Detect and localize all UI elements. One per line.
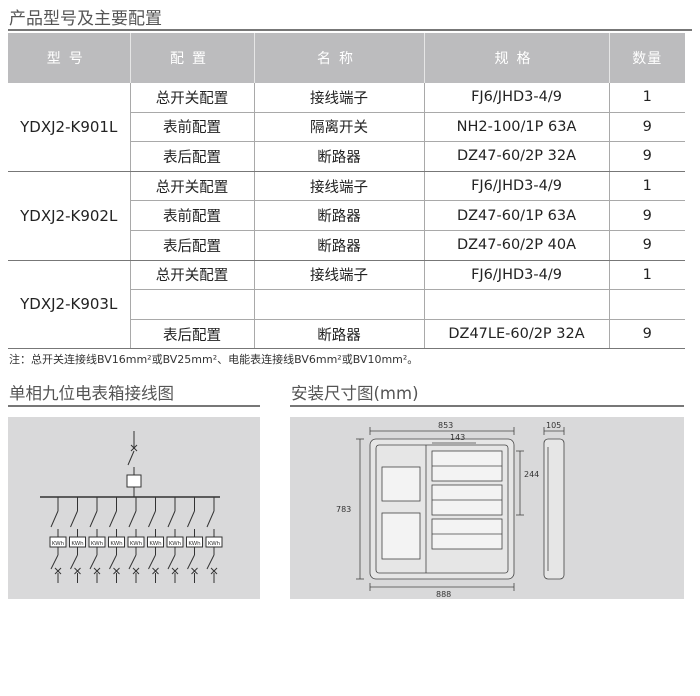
spec-cell: FJ6/JHD3-4/9 bbox=[424, 171, 610, 202]
spec-cell: FJ6/JHD3-4/9 bbox=[424, 83, 610, 113]
dim-width-top: 853 bbox=[438, 421, 453, 430]
model-cell: YDXJ2-K902L bbox=[8, 171, 131, 261]
dimension-drawing: 853 143 783 244 888 105 bbox=[336, 421, 565, 599]
title-rule bbox=[8, 29, 692, 31]
meter-branch: KWh bbox=[88, 497, 106, 583]
meter-label: KWh bbox=[149, 541, 162, 547]
spec-cell: DZ47-60/2P 40A bbox=[424, 230, 610, 261]
meter-branch: KWh bbox=[205, 497, 223, 583]
dimension-drawing-panel: 853 143 783 244 888 105 bbox=[290, 417, 684, 599]
table-row: 表后配置 断路器 DZ47-60/2P 40A 9 bbox=[8, 230, 685, 261]
name-cell: 断路器 bbox=[254, 141, 425, 172]
config-cell: 表前配置 bbox=[130, 112, 255, 143]
table-row: 表前配置 断路器 DZ47-60/1P 63A 9 bbox=[8, 200, 685, 231]
meter-label: KWh bbox=[71, 541, 84, 547]
spec-cell: FJ6/JHD3-4/9 bbox=[424, 260, 610, 291]
spec-cell: DZ47-60/1P 63A bbox=[424, 200, 610, 231]
dim-inner-width: 143 bbox=[450, 433, 465, 442]
model-cell: YDXJ2-K901L bbox=[8, 83, 131, 172]
config-cell: 表前配置 bbox=[130, 200, 255, 231]
table-row: YDXJ2-K903L 总开关配置 接线端子 FJ6/JHD3-4/9 1 bbox=[8, 260, 685, 350]
header-config: 配置 bbox=[130, 33, 255, 83]
config-cell: 表后配置 bbox=[130, 230, 255, 261]
dimensions-title: 安装尺寸图(mm) bbox=[291, 384, 419, 403]
table-row: 表后配置 断路器 DZ47-60/2P 32A 9 bbox=[8, 141, 685, 172]
meter-label: KWh bbox=[110, 541, 123, 547]
header-name: 名称 bbox=[254, 33, 425, 83]
wiring-diagram: KWh KWh KWh KWh KWh KWh KWh KWh KWh bbox=[40, 431, 223, 583]
table-row: 表后配置 断路器 DZ47LE-60/2P 32A 9 bbox=[8, 319, 685, 350]
spec-cell: DZ47LE-60/2P 32A bbox=[424, 319, 610, 350]
name-cell: 接线端子 bbox=[254, 171, 425, 202]
qty-cell: 9 bbox=[609, 230, 685, 261]
meter-branch: KWh bbox=[49, 497, 67, 583]
table-row bbox=[8, 289, 685, 320]
name-cell bbox=[254, 289, 425, 320]
dimensions-title-rule bbox=[290, 405, 684, 407]
table-row: 表前配置 隔离开关 NH2-100/1P 63A 9 bbox=[8, 112, 685, 143]
spec-cell: NH2-100/1P 63A bbox=[424, 112, 610, 143]
config-table: 型号 配置 名称 规格 数量 YDXJ2-K901L 总开关配置 接线端子 FJ… bbox=[8, 33, 685, 350]
table-header-row: 型号 配置 名称 规格 数量 bbox=[8, 33, 685, 83]
table-row: YDXJ2-K902L 总开关配置 接线端子 FJ6/JHD3-4/9 1 bbox=[8, 171, 685, 261]
qty-cell bbox=[609, 289, 685, 320]
name-cell: 隔离开关 bbox=[254, 112, 425, 143]
name-cell: 接线端子 bbox=[254, 260, 425, 291]
name-cell: 断路器 bbox=[254, 230, 425, 261]
header-spec: 规格 bbox=[424, 33, 610, 83]
model-cell: YDXJ2-K903L bbox=[8, 260, 131, 350]
meter-label: KWh bbox=[188, 541, 201, 547]
config-cell bbox=[130, 289, 255, 320]
qty-cell: 9 bbox=[609, 200, 685, 231]
wiring-diagram-panel: KWh KWh KWh KWh KWh KWh KWh KWh KWh bbox=[8, 417, 260, 599]
table-row: YDXJ2-K901L 总开关配置 接线端子 FJ6/JHD3-4/9 1 bbox=[8, 83, 685, 172]
page-title: 产品型号及主要配置 bbox=[9, 9, 162, 29]
meter-branch: KWh bbox=[127, 497, 145, 583]
dim-inner-height: 244 bbox=[524, 470, 539, 479]
name-cell: 断路器 bbox=[254, 319, 425, 350]
meter-branch: KWh bbox=[69, 497, 86, 583]
qty-cell: 9 bbox=[609, 319, 685, 350]
dim-width-bottom: 888 bbox=[436, 590, 451, 599]
qty-cell: 1 bbox=[609, 260, 685, 291]
meter-branch: KWh bbox=[147, 497, 164, 583]
spec-cell bbox=[424, 289, 610, 320]
dim-depth: 105 bbox=[546, 421, 561, 430]
config-cell: 总开关配置 bbox=[130, 83, 255, 113]
meter-label: KWh bbox=[91, 541, 104, 547]
wiring-title: 单相九位电表箱接线图 bbox=[9, 384, 174, 403]
config-cell: 表后配置 bbox=[130, 141, 255, 172]
config-cell: 总开关配置 bbox=[130, 260, 255, 291]
name-cell: 接线端子 bbox=[254, 83, 425, 113]
meter-label: KWh bbox=[130, 541, 143, 547]
header-qty: 数量 bbox=[609, 33, 685, 83]
meter-branch: KWh bbox=[166, 497, 184, 583]
meter-branch: KWh bbox=[186, 497, 203, 583]
footnote: 注：总开关连接线BV16mm²或BV25mm²、电能表连接线BV6mm²或BV1… bbox=[9, 353, 419, 366]
qty-cell: 9 bbox=[609, 141, 685, 172]
meter-label: KWh bbox=[169, 541, 182, 547]
config-cell: 总开关配置 bbox=[130, 171, 255, 202]
qty-cell: 9 bbox=[609, 112, 685, 143]
wiring-title-rule bbox=[8, 405, 260, 407]
dim-height: 783 bbox=[336, 505, 351, 514]
name-cell: 断路器 bbox=[254, 200, 425, 231]
meter-label: KWh bbox=[208, 541, 221, 547]
meter-label: KWh bbox=[52, 541, 65, 547]
qty-cell: 1 bbox=[609, 171, 685, 202]
header-model: 型号 bbox=[8, 33, 131, 83]
config-cell: 表后配置 bbox=[130, 319, 255, 350]
qty-cell: 1 bbox=[609, 83, 685, 113]
meter-branch: KWh bbox=[108, 497, 125, 583]
spec-cell: DZ47-60/2P 32A bbox=[424, 141, 610, 172]
